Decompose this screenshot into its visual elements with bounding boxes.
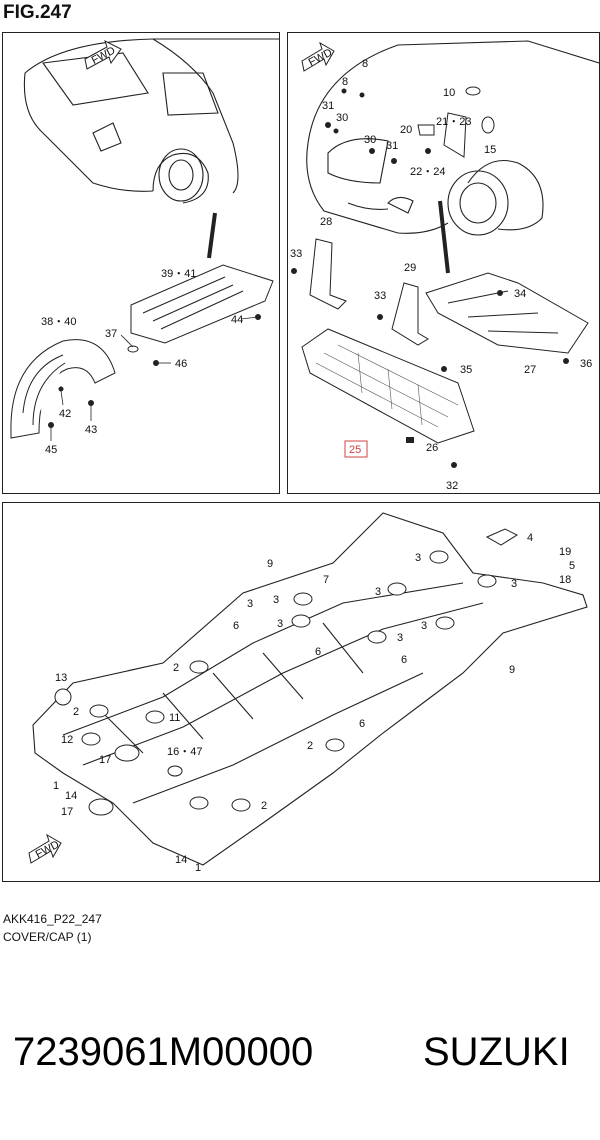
callout-29: 29 [404,262,416,274]
pointer-line [438,200,450,274]
callout-19: 19 [559,546,571,558]
callout-2: 2 [173,662,179,674]
callout-4: 4 [527,532,533,544]
wheel-liner-drawing [10,339,116,439]
mesh-under-cover-drawing [301,328,475,444]
callout-31: 31 [322,100,334,112]
panel-floor-caps: FWD 9 7 3 3 3 3 3 3 3 3 4 19 5 18 6 6 6 … [2,502,600,882]
callout-30: 30 [336,112,348,124]
callout-8: 8 [342,76,348,88]
callout-6: 6 [401,654,407,666]
callout-36: 36 [580,358,592,370]
callout-37: 37 [105,328,117,340]
callout-2: 2 [73,706,79,718]
fasteners [291,268,569,468]
callout-39-41: 39・41 [161,268,196,280]
callout-33: 33 [290,248,302,260]
diagram-caption: COVER/CAP (1) [3,930,92,944]
callout-16-47: 16・47 [167,746,202,758]
figure-title: FIG.247 [3,2,72,23]
clips [325,86,495,164]
panel-rear-wheel-liner: FWD [2,32,280,494]
callout-30: 30 [364,134,376,146]
callout-13: 13 [55,672,67,684]
callout-45: 45 [45,444,57,456]
part-4-drawing [485,528,519,546]
svg-text:FWD: FWD [90,45,118,67]
callout-32: 32 [446,480,458,492]
fwd-arrow-icon: FWD [28,833,62,864]
pointer-line [207,212,217,259]
callout-3: 3 [397,632,403,644]
callout-5: 5 [569,560,575,572]
callout-3: 3 [247,598,253,610]
callout-46: 46 [175,358,187,370]
svg-text:FWD: FWD [34,839,62,861]
callout-22-24: 22・24 [410,166,445,178]
callout-1: 1 [53,780,59,792]
callout-6: 6 [315,646,321,658]
callout-9: 9 [509,664,515,676]
callout-25: 25 [349,444,361,456]
diagram-code: AKK416_P22_247 [3,912,102,926]
floor-caps [54,550,497,816]
callout-15: 15 [484,144,496,156]
panel-front-under-cover: FWD [287,32,600,494]
callout-6: 6 [359,718,365,730]
callout-6: 6 [233,620,239,632]
floor-pan-drawing: FWD 9 7 3 3 3 3 3 3 3 3 4 19 5 18 6 6 6 … [28,512,588,874]
callout-3: 3 [415,552,421,564]
callout-11: 11 [169,712,180,724]
highlight-box-25 [344,440,368,458]
brand-name: SUZUKI [423,1030,570,1074]
callout-33: 33 [374,290,386,302]
callout-34: 34 [514,288,526,300]
car-rear-outline [23,38,279,204]
callout-44: 44 [231,314,243,326]
callout-9: 9 [267,558,273,570]
callout-17: 17 [61,806,73,818]
callout-2: 2 [261,800,267,812]
callout-12: 12 [61,734,73,746]
callout-3: 3 [277,618,283,630]
callout-14: 14 [175,854,187,866]
callout-17: 17 [99,754,111,766]
callout-26: 26 [426,442,438,454]
callout-14: 14 [65,790,77,802]
callout-31: 31 [386,140,398,152]
callout-38-40: 38・40 [41,316,76,328]
car-front-outline [306,40,599,236]
callout-1: 1 [195,862,201,874]
leader-lines [50,316,259,441]
floor-pan-outline [32,512,588,866]
callout-20: 20 [400,124,412,136]
brackets [309,112,467,346]
callout-3: 3 [511,578,517,590]
svg-text:FWD: FWD [307,47,335,69]
callout-21-23: 21・23 [436,116,471,128]
callout-7: 7 [323,574,329,586]
front-under-cover-drawing [425,272,589,354]
callout-28: 28 [320,216,332,228]
callout-2: 2 [307,740,313,752]
fwd-arrow-icon: FWD [301,41,335,72]
callout-35: 35 [460,364,472,376]
rear-under-cover-drawing [130,264,274,344]
callout-8: 8 [362,58,368,70]
callout-3: 3 [375,586,381,598]
callout-42: 42 [59,408,71,420]
front-cover-drawing: FWD [290,40,599,492]
rear-liner-drawing: FWD [10,38,279,456]
callout-43: 43 [85,424,97,436]
callout-3: 3 [421,620,427,632]
callout-3: 3 [273,594,279,606]
callout-10: 10 [443,87,455,99]
callout-27: 27 [524,364,536,376]
part-number: 7239061M00000 [13,1030,314,1074]
callout-18: 18 [559,574,571,586]
